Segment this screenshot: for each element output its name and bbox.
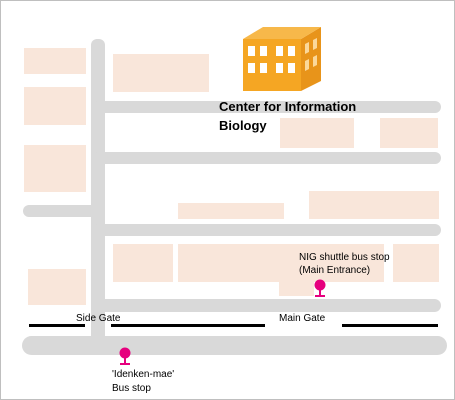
- road: [91, 101, 441, 113]
- building-name-line1: Center for Information: [219, 99, 357, 114]
- block: [393, 244, 439, 282]
- bus-stop-icon: [314, 279, 326, 297]
- building-icon: [243, 27, 321, 91]
- block: [24, 87, 86, 125]
- block: [113, 54, 209, 92]
- block: [178, 244, 384, 282]
- wall: [29, 324, 85, 327]
- road-vertical: [91, 39, 105, 351]
- block: [113, 244, 173, 282]
- block: [380, 118, 438, 148]
- bus-stop-icon: [119, 347, 131, 365]
- road: [91, 224, 441, 236]
- road: [91, 299, 441, 312]
- block: [280, 118, 354, 148]
- bus-stop-label-line2: Bus stop: [112, 383, 151, 394]
- block: [24, 145, 86, 192]
- main-gate-label: Main Gate: [279, 313, 326, 324]
- road: [91, 152, 441, 164]
- building-name-line2: Biology: [219, 118, 267, 133]
- shuttle-stop-label-line1: NIG shuttle bus stop: [299, 252, 390, 263]
- wall: [111, 324, 265, 327]
- block: [24, 48, 86, 74]
- block: [309, 191, 439, 219]
- building-name: Center for Information Biology: [219, 97, 449, 135]
- side-gate-label: Side Gate: [76, 313, 121, 324]
- main-road: [22, 336, 447, 355]
- block: [178, 203, 284, 219]
- road: [23, 205, 105, 217]
- block: [28, 269, 86, 305]
- bus-stop-label-line1: 'Idenken-mae': [112, 369, 175, 380]
- shuttle-stop-label-line2: (Main Entrance): [299, 265, 371, 276]
- wall: [342, 324, 438, 327]
- block: [279, 282, 314, 296]
